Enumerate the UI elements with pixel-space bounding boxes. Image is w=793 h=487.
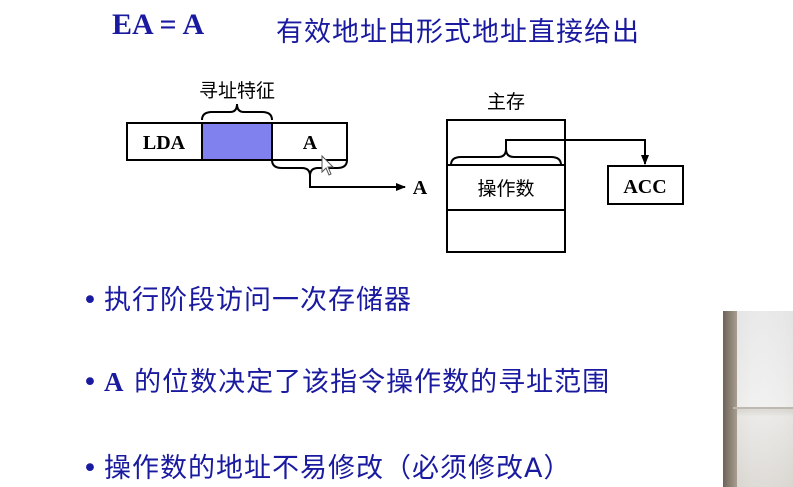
mouse-cursor-icon	[321, 154, 335, 176]
instruction-field-opcode	[126, 122, 203, 161]
address-field-brace	[271, 159, 348, 177]
bullet-item: •操作数的地址不易修改（必须修改A）	[82, 446, 571, 485]
addressing-feature-brace	[201, 103, 273, 121]
accumulator-label: ACC	[623, 176, 666, 198]
bullet-bold-prefix: A	[104, 367, 125, 397]
instruction-field-address	[271, 122, 348, 161]
address-arrow	[309, 176, 406, 191]
opcode-label: LDA	[143, 132, 186, 154]
memory-label: 主存	[487, 91, 525, 113]
title-formula: EA = A	[112, 8, 205, 41]
addressing-feature-label: 寻址特征	[199, 80, 275, 102]
address-field-label: A	[303, 132, 318, 154]
bullet-text: 执行阶段访问一次存储器	[104, 285, 412, 316]
bullet-dot: •	[82, 453, 99, 484]
operand-arrow	[505, 139, 649, 165]
instruction-field-addressing-feature	[201, 122, 273, 161]
bullet-item: •A 的位数决定了该指令操作数的寻址范围	[82, 360, 610, 399]
bullet-text: 操作数的地址不易修改（必须修改A）	[104, 453, 572, 484]
effective-address-label: A	[413, 177, 428, 199]
slide-title: EA = A 有效地址由形式地址直接给出	[0, 6, 793, 48]
title-description: 有效地址由形式地址直接给出	[276, 17, 640, 48]
bullet-text: 的位数决定了该指令操作数的寻址范围	[124, 367, 611, 398]
bullet-dot: •	[82, 285, 99, 316]
webcam-overlay	[723, 311, 793, 487]
accumulator-box	[607, 165, 684, 205]
bullet-dot: •	[82, 367, 99, 398]
operand-cell-label: 操作数	[477, 178, 534, 200]
bullet-item: •执行阶段访问一次存储器	[82, 278, 412, 317]
